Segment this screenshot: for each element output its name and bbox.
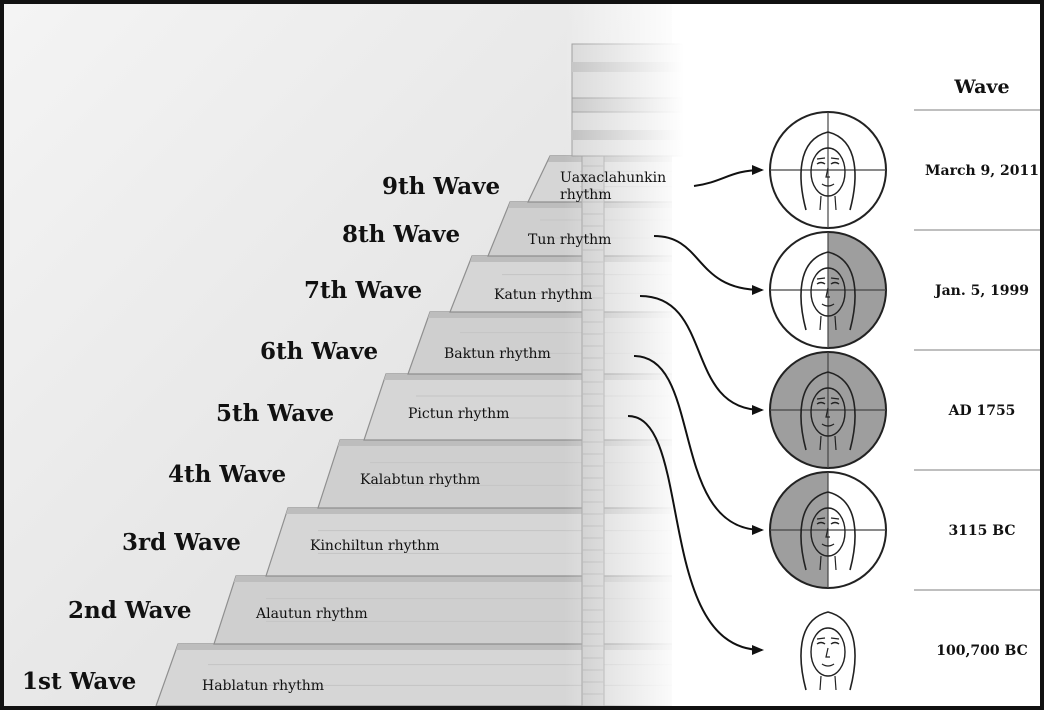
face-icon	[769, 471, 887, 589]
rhythm-label: Kinchiltun rhythm	[310, 538, 439, 554]
column-title: Wave	[953, 76, 1009, 98]
wave-labels: 1st Wave 2nd Wave 3rd Wave 4th Wave 5th Wave…	[22, 173, 500, 695]
date-label: 100,700 BC	[936, 643, 1027, 659]
rhythm-label: Tun rhythm	[528, 232, 611, 248]
wave-label: 9th Wave	[382, 173, 500, 200]
date-label: March 9, 2011	[925, 163, 1039, 179]
rhythm-labels: Hablatun rhythm Alautun rhythm Kinchiltun …	[202, 170, 666, 694]
wave-label: 4th Wave	[168, 461, 286, 488]
connector-arrow	[653, 235, 764, 295]
wave-label: 1st Wave	[22, 668, 136, 695]
face-icon	[769, 111, 887, 229]
rhythm-label: Kalabtun rhythm	[360, 472, 480, 488]
fade-overlay	[564, 4, 684, 706]
mayan-calendar-diagram: Wave 1st Wave 2nd Wave 3rd Wave 4th Wave 5th…	[4, 4, 1040, 706]
wave-label: 8th Wave	[342, 221, 460, 248]
wave-label: 2nd Wave	[68, 597, 192, 624]
connector-arrows	[627, 165, 764, 655]
connector-arrow	[633, 355, 764, 535]
connector-arrow	[627, 415, 764, 655]
rhythm-label: Alautun rhythm	[255, 606, 368, 622]
rhythm-label: Baktun rhythm	[444, 346, 551, 362]
date-label: 3115 BC	[948, 523, 1015, 539]
connector-arrow	[639, 295, 764, 415]
face-icons	[769, 111, 887, 691]
rhythm-label: Pictun rhythm	[408, 406, 509, 422]
face-icon	[769, 231, 887, 349]
table-dividers	[914, 109, 1040, 591]
wave-label: 3rd Wave	[122, 529, 241, 556]
wave-label: 5th Wave	[216, 400, 334, 427]
face-icon	[800, 611, 856, 691]
wave-label: 7th Wave	[304, 277, 422, 304]
rhythm-label: Hablatun rhythm	[202, 678, 324, 694]
rhythm-label: Katun rhythm	[494, 287, 592, 303]
connector-arrow	[693, 165, 764, 187]
pyramid-tier	[155, 643, 672, 706]
wave-label: 6th Wave	[260, 338, 378, 365]
date-label: AD 1755	[948, 403, 1016, 419]
date-label: Jan. 5, 1999	[933, 283, 1029, 299]
face-icon	[769, 351, 887, 469]
